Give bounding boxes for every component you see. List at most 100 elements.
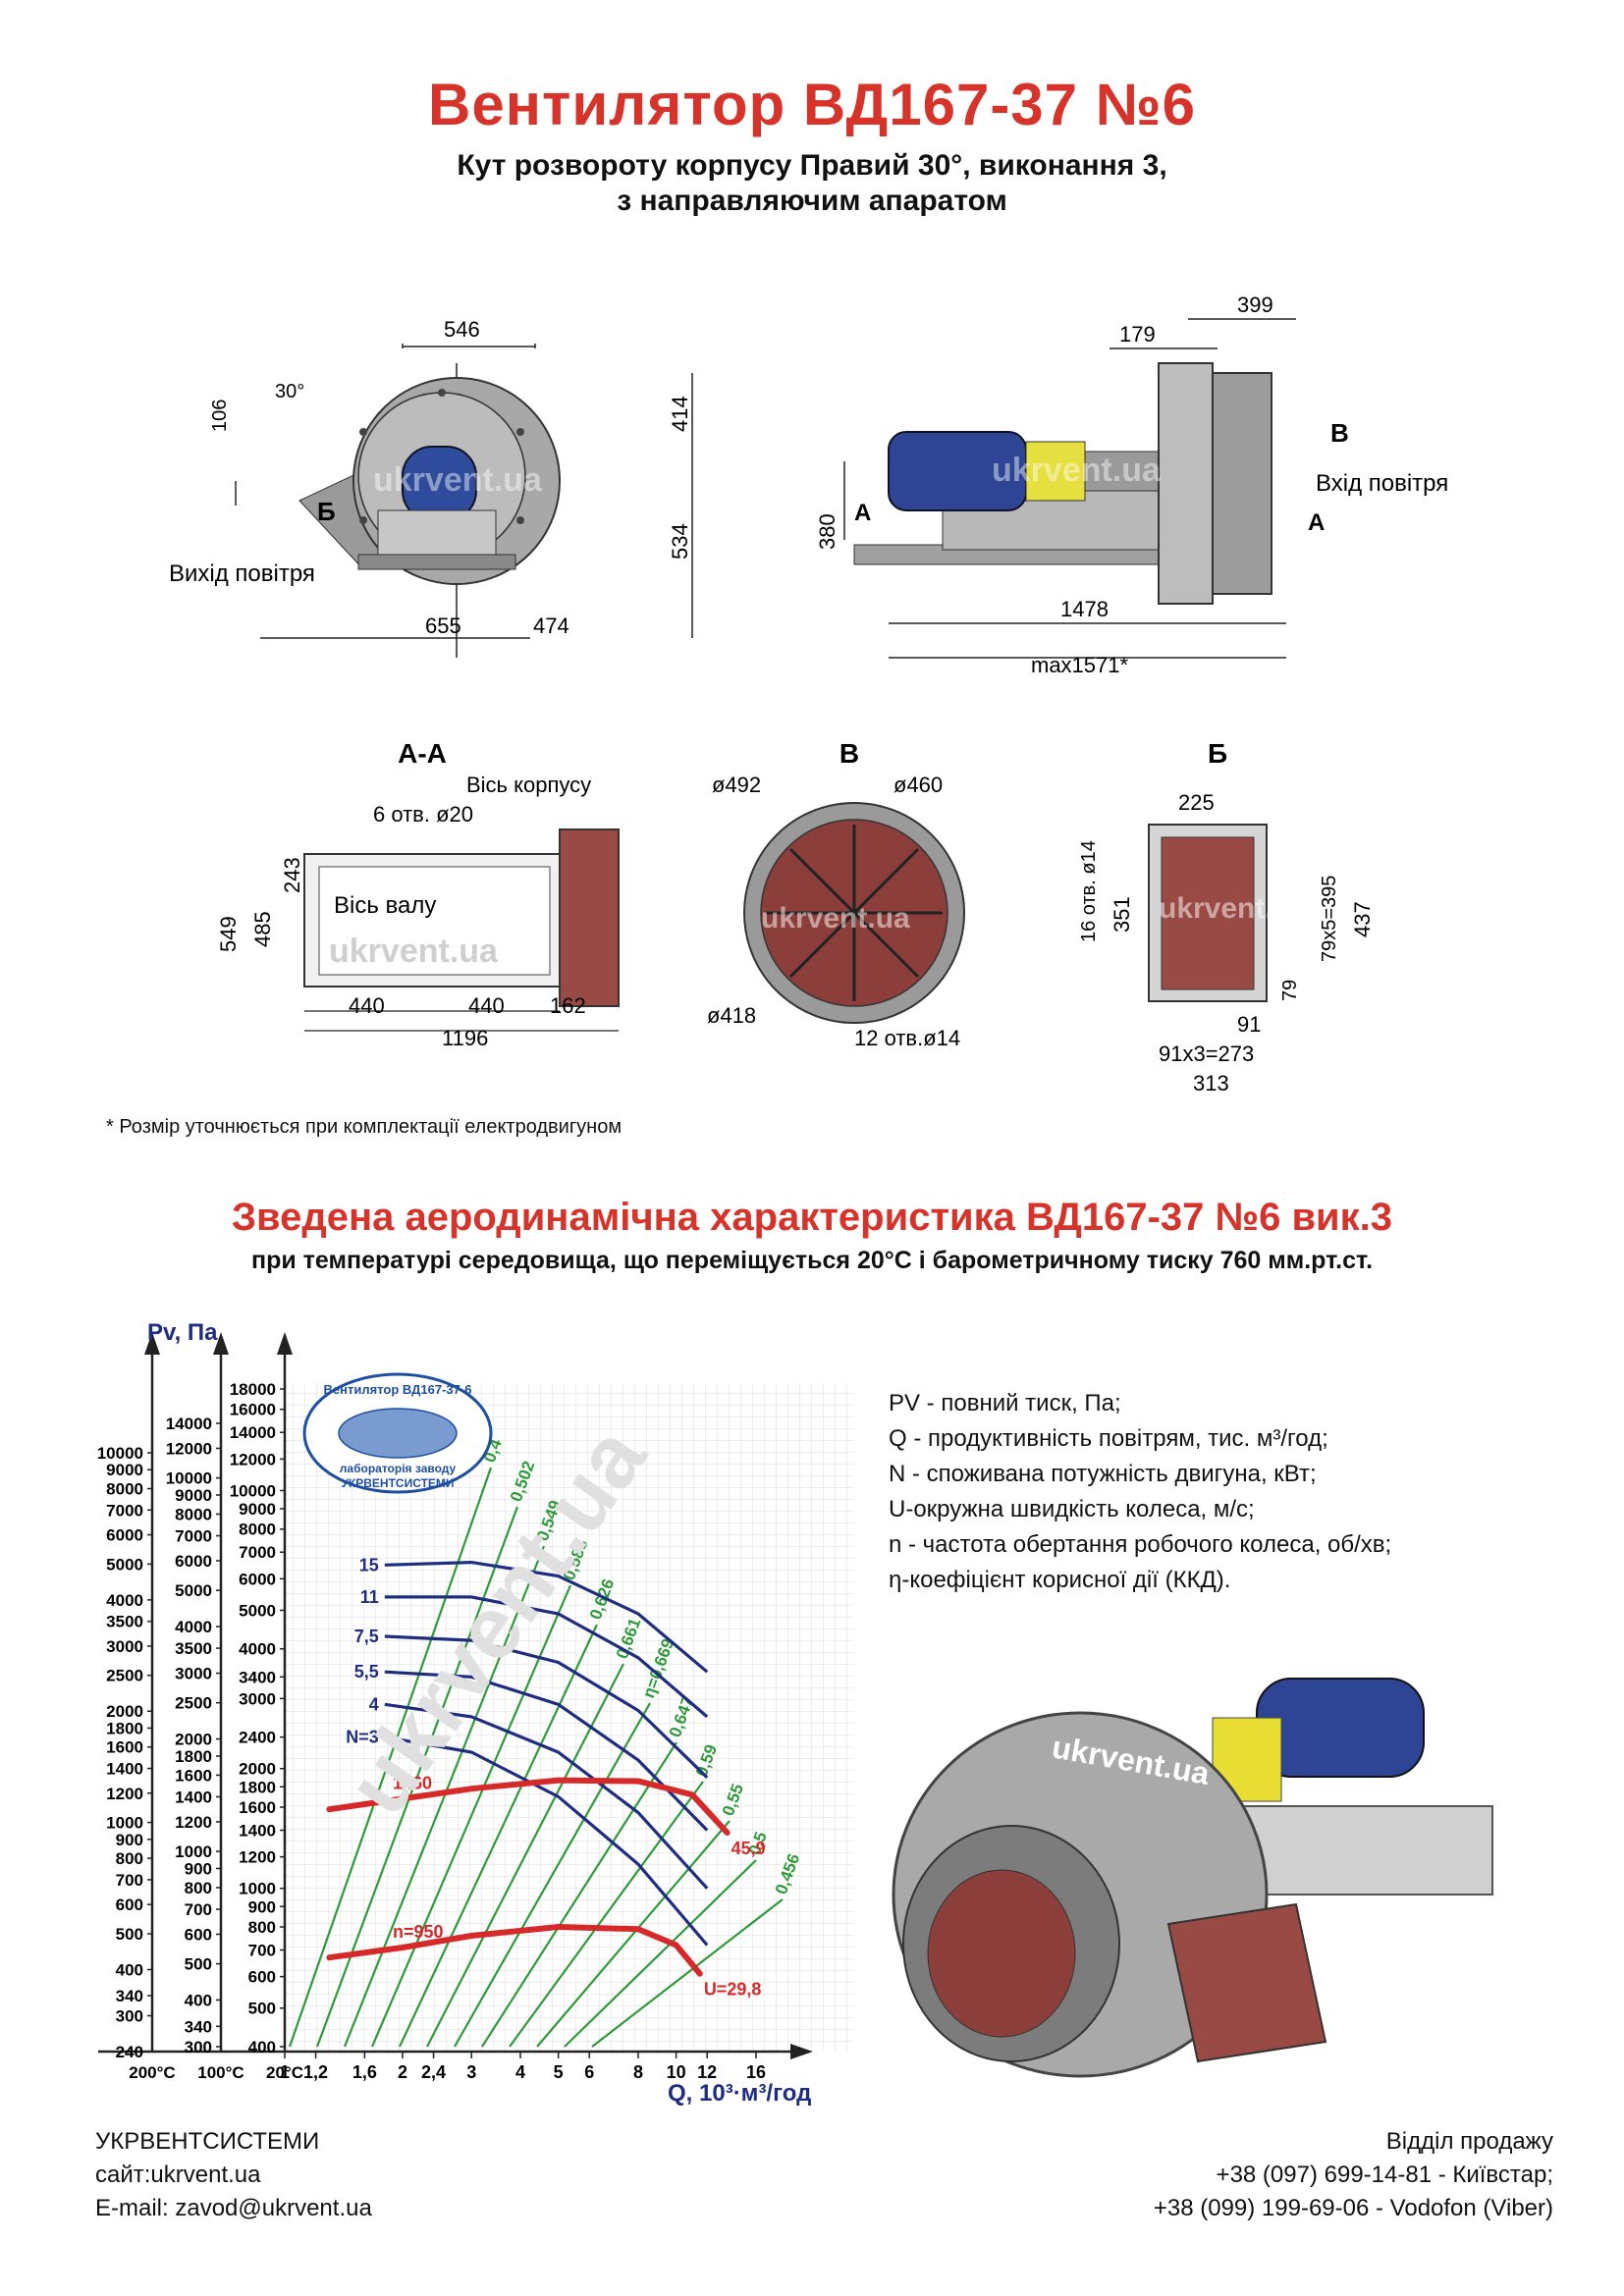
dim-91x3: 91x3=273 xyxy=(1159,1041,1254,1066)
section-aa-drawing: А-А Вісь корпусу 6 отв. ø20 Вісь валу 54… xyxy=(216,738,620,1050)
pressure-curve xyxy=(326,1923,703,1977)
y-tick-label: 1000 xyxy=(175,1842,212,1861)
view-b-title: Б xyxy=(1208,738,1227,769)
y-tick-label: 3000 xyxy=(106,1637,143,1656)
dim-79x5: 79x5=395 xyxy=(1319,876,1340,962)
legend: PV - повний тиск, Па; Q - продуктивність… xyxy=(889,1386,1391,1598)
pressure-curve-label: 1460 xyxy=(393,1773,432,1792)
y-tick-label: 300 xyxy=(185,2038,212,2056)
legend-item-pv: PV - повний тиск, Па; xyxy=(889,1390,1121,1416)
y-tick-label: 6000 xyxy=(106,1526,143,1545)
y-tick-label: 8000 xyxy=(239,1521,276,1539)
y-tick-label: 10000 xyxy=(166,1469,212,1488)
efficiency-line xyxy=(509,1781,704,2048)
dim-351: 351 xyxy=(1110,896,1134,933)
x-tick-label: 1,2 xyxy=(303,2062,328,2082)
watermark-4: ukrvent.ua xyxy=(761,902,910,934)
y-tick-label: 6000 xyxy=(239,1570,276,1588)
footer-email[interactable]: E-mail: zavod@ukrvent.ua xyxy=(95,2195,372,2221)
view-mark-v: В xyxy=(1330,418,1349,448)
holes-16: 16 отв. ø14 xyxy=(1078,840,1100,942)
y-tick-label: 1600 xyxy=(175,1766,212,1785)
y-tick-label: 500 xyxy=(248,2000,276,2018)
y-tick-label: 1200 xyxy=(106,1785,143,1803)
inlet-label: Вхід повітря xyxy=(1316,470,1448,497)
view-v-title: В xyxy=(839,738,859,769)
chart-title: Зведена аеродинамічна характеристика ВД1… xyxy=(231,1196,1393,1239)
y-tick-label: 400 xyxy=(185,1991,212,2009)
power-curve-label: N=3 xyxy=(346,1728,379,1747)
y-tick-label: 900 xyxy=(116,1831,143,1849)
y-tick-label: 9000 xyxy=(175,1486,212,1505)
x-tick-label: 4 xyxy=(515,2062,525,2082)
view-v-drawing: В ø492 ø460 ø418 12 отв.ø14 ukrvent.ua xyxy=(707,738,965,1050)
y-tick-label: 9000 xyxy=(239,1500,276,1519)
footer-phone1[interactable]: +38 (097) 699-14-81 - Київстар; xyxy=(1216,2162,1553,2188)
view-mark-b: Б xyxy=(317,497,336,526)
y-tick-label: 1800 xyxy=(106,1719,143,1737)
footer-site[interactable]: сайт:ukrvent.ua xyxy=(95,2162,261,2188)
page-subtitle-line2: з направляючим апаратом xyxy=(617,185,1007,217)
section-mark-a-left: А xyxy=(854,500,871,526)
y-tick-label: 1400 xyxy=(106,1760,143,1779)
dim-162: 162 xyxy=(550,993,586,1018)
y-tick-label: 600 xyxy=(248,1968,276,1987)
y-tick-label: 800 xyxy=(116,1849,143,1868)
power-curve xyxy=(384,1634,709,1779)
y-axis-200-labels: 1000090008000700060005000400035003000250… xyxy=(97,1444,152,2061)
y-tick-label: 7000 xyxy=(239,1543,276,1562)
y-tick-label: 12000 xyxy=(166,1439,212,1458)
efficiency-line xyxy=(343,1545,546,2048)
dim-440-left: 440 xyxy=(349,993,385,1018)
y-tick-label: 14000 xyxy=(230,1423,276,1442)
power-curve xyxy=(384,1702,709,1890)
watermark-3: ukrvent.ua xyxy=(329,933,499,970)
footer-phone2[interactable]: +38 (099) 199-69-06 - Vodofon (Viber) xyxy=(1153,2195,1553,2221)
x-tick-label: 2,4 xyxy=(421,2062,446,2082)
temp-label: 200°С xyxy=(129,2063,175,2082)
y-tick-label: 3500 xyxy=(175,1639,212,1658)
stamp-line3: УКРВЕНТСИСТЕМИ xyxy=(341,1476,454,1490)
stamp-line2: лабораторія заводу xyxy=(340,1462,457,1475)
power-curve xyxy=(384,1670,709,1832)
y-tick-label: 1600 xyxy=(106,1738,143,1757)
pressure-curve-end-label: 45,9 xyxy=(731,1839,766,1858)
y-tick-label: 1800 xyxy=(239,1778,276,1796)
dim-106: 106 xyxy=(209,400,231,432)
side-view-drawing: 399 179 380 1478 max1571* В Вхід повітря… xyxy=(815,294,1448,677)
y-tick-label: 14000 xyxy=(166,1415,212,1433)
x-tick-label: 1,6 xyxy=(352,2062,377,2082)
legend-item-eta: η-коефіцієнт корисної дії (ККД). xyxy=(889,1567,1231,1593)
dim-243: 243 xyxy=(280,857,304,893)
y-tick-label: 700 xyxy=(185,1900,212,1919)
pressure-curve-label: n=950 xyxy=(393,1922,444,1942)
x-tick-label: 16 xyxy=(746,2062,766,2082)
y-tick-label: 300 xyxy=(116,2007,143,2026)
y-tick-label: 8000 xyxy=(175,1505,212,1523)
fan-render-image: ukrvent.ua xyxy=(892,1678,1493,2078)
legend-item-q: Q - продуктивність повітрям, тис. м³/год… xyxy=(889,1425,1328,1452)
y-tick-label: 1400 xyxy=(175,1788,212,1806)
y-tick-label: 7000 xyxy=(175,1527,212,1546)
y-axis-20-labels: 1800016000140001200010000900080007000600… xyxy=(230,1380,285,2056)
dim-d492: ø492 xyxy=(712,773,761,797)
dim-179: 179 xyxy=(1119,322,1156,347)
view-b-drawing: Б 225 16 отв. ø14 351 79x5=395 437 79 91… xyxy=(1078,738,1375,1095)
dim-485: 485 xyxy=(250,911,275,947)
y-tick-label: 4000 xyxy=(175,1618,212,1636)
y-tick-label: 9000 xyxy=(106,1461,143,1479)
dim-534: 534 xyxy=(668,523,692,560)
pressure-curve-end-label: U=29,8 xyxy=(704,1980,762,2000)
y-tick-label: 1000 xyxy=(239,1880,276,1898)
x-tick-label: 6 xyxy=(584,2062,594,2082)
y-tick-label: 6000 xyxy=(175,1552,212,1571)
y-tick-label: 4000 xyxy=(239,1640,276,1659)
page-title: Вентилятор ВД167-37 №6 xyxy=(428,72,1196,137)
y-tick-label: 1200 xyxy=(239,1848,276,1867)
power-curve xyxy=(384,1560,709,1674)
y-tick-label: 4000 xyxy=(106,1591,143,1610)
y-tick-label: 5000 xyxy=(106,1555,143,1574)
front-view-drawing: 546 30° 106 414 534 655 474 Б Вихід пові… xyxy=(169,317,693,658)
y-tick-label: 800 xyxy=(185,1879,212,1897)
